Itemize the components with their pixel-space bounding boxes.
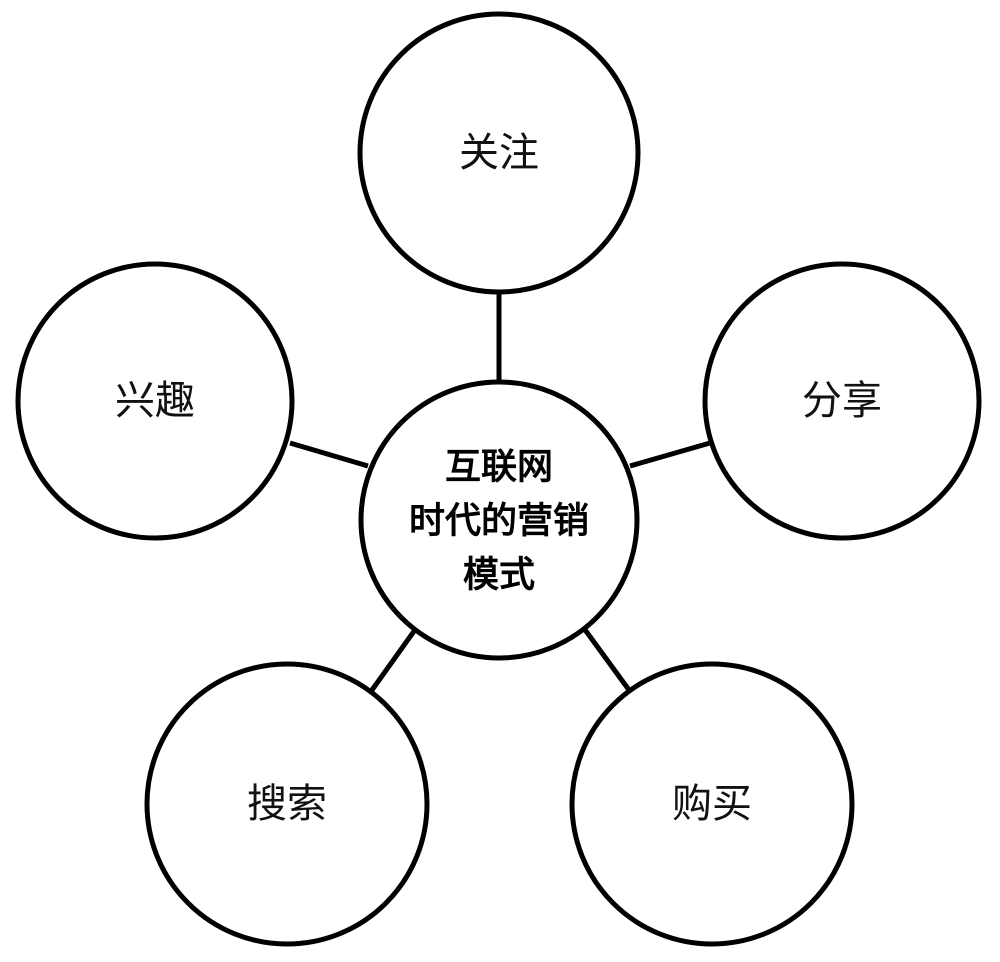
node-attention: 关注	[357, 11, 641, 295]
connector-purchase	[580, 625, 632, 692]
node-attention-label: 关注	[459, 130, 539, 176]
node-search-label: 搜索	[247, 781, 327, 827]
center-label-line-1: 互联网	[445, 447, 553, 488]
node-share: 分享	[702, 261, 982, 541]
node-interest: 兴趣	[15, 261, 295, 541]
connector-interest	[289, 440, 369, 469]
center-node: 互联网 时代的营销 模式	[358, 379, 640, 661]
center-label-line-2: 时代的营销	[409, 501, 589, 542]
node-purchase-label: 购买	[672, 781, 752, 827]
node-search: 搜索	[144, 661, 430, 947]
connector-search	[369, 625, 420, 692]
node-share-label: 分享	[802, 378, 882, 424]
node-purchase: 购买	[569, 661, 855, 947]
connector-share	[629, 440, 711, 469]
node-interest-label: 兴趣	[115, 378, 195, 424]
center-label-line-3: 模式	[463, 555, 535, 596]
